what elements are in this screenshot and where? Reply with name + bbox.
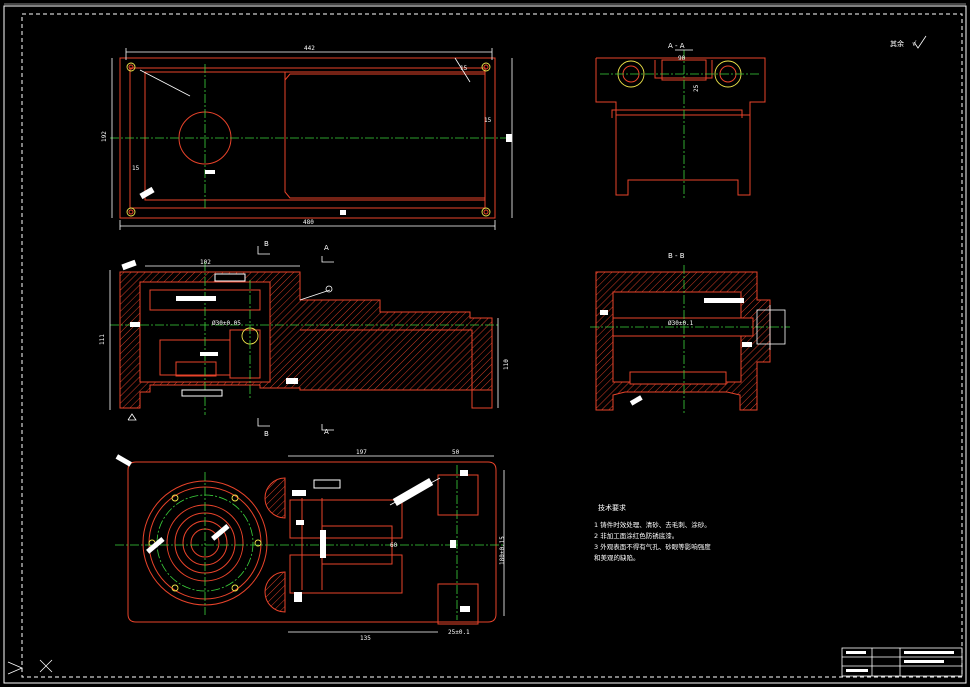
dim-top-height: 192 — [101, 131, 108, 142]
dim-top-right: 15 — [484, 117, 492, 124]
plan-view: 197 50 135 180±0.15 25±0.1 60 — [115, 449, 506, 642]
roughness-note-text: 其余 — [890, 39, 904, 48]
tech-req-item-4: 和美观的缺陷。 — [594, 553, 640, 562]
dim-plan-center: 60 — [390, 542, 398, 549]
marker-b-top: B — [264, 240, 269, 248]
dim-top-inner: 442 — [304, 45, 315, 52]
tech-requirements: 技术要求 1 铸件时效处理、清砂、去毛刺、涂砂。 2 非加工面涂红色防锈底漆。 … — [594, 503, 711, 562]
dim-front-note: Ø30±0.05 — [212, 320, 241, 327]
dim-front-right: 110 — [503, 359, 510, 370]
dim-plan-length-1: 197 — [356, 449, 367, 456]
dim-top-side: 15 — [132, 165, 140, 172]
dim-plan-length-2: 50 — [452, 449, 460, 456]
dim-front-top: 102 — [200, 259, 211, 266]
section-aa-view: A - A 90 25 — [595, 42, 766, 200]
dim-bb-bore: Ø30±0.1 — [668, 320, 694, 327]
dim-plan-height: 180±0.15 — [499, 536, 506, 565]
tech-req-title: 技术要求 — [598, 503, 626, 512]
roughness-note: 其余 √ — [890, 35, 927, 49]
marker-a-top: A — [324, 244, 329, 252]
top-view: 442 480 192 15 15 15 — [101, 45, 513, 230]
ucs-axis-icon — [7, 659, 53, 675]
dim-aa-depth: 25 — [693, 84, 700, 92]
marker-b-bottom: B — [264, 430, 269, 438]
tech-req-item-2: 2 非加工面涂红色防锈底漆。 — [594, 531, 678, 540]
roughness-symbol: √ — [912, 40, 917, 48]
dim-top-edge: 15 — [460, 65, 468, 72]
section-aa-title: A - A — [668, 42, 685, 50]
section-bb-title: B - B — [668, 252, 685, 260]
front-section-view: B A 111 102 110 Ø30±0.05 B — [99, 240, 510, 438]
tech-req-item-3: 3 外观表面不得有气孔、砂眼等影响强度 — [594, 542, 711, 551]
dim-front-height: 111 — [99, 334, 106, 345]
drawing-frame — [3, 3, 967, 684]
dim-plan-length-3: 135 — [360, 635, 371, 642]
dim-top-outer: 480 — [303, 219, 314, 226]
section-bb-view: B - B Ø30±0.1 — [590, 252, 790, 415]
title-block — [841, 647, 963, 677]
marker-a-bottom: A — [324, 428, 329, 436]
dim-plan-bottom: 25±0.1 — [448, 629, 470, 636]
dim-aa-width: 90 — [678, 55, 686, 62]
tech-req-item-1: 1 铸件时效处理、清砂、去毛刺、涂砂。 — [594, 520, 711, 529]
